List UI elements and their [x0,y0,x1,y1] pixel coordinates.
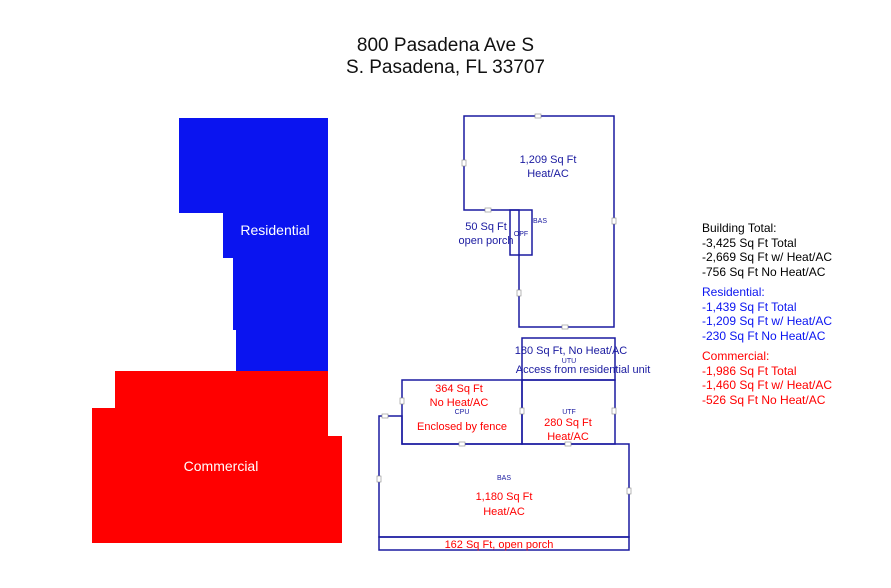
porch-area-label: 50 Sq Ft [465,221,507,233]
opf-code: OPF [514,231,528,238]
cpu-area-label: 364 Sq Ft [435,383,483,395]
commercial-line: -1,460 Sq Ft w/ Heat/AC [702,378,833,392]
commercial-block [92,371,342,543]
opf-porch-outline [509,209,533,256]
utu-note: Access from residential unit [516,364,651,376]
building-total-heading: Building Total: [702,221,777,235]
open-porch-label: 162 Sq Ft, open porch [445,539,554,551]
residential-line: -230 Sq Ft No Heat/AC [702,328,826,343]
residential-line: -1,439 Sq Ft Total [702,299,797,314]
building-total-line: -2,669 Sq Ft w/ Heat/AC [702,250,833,264]
cpu-note: Enclosed by fence [417,421,507,433]
commercial-line: -1,986 Sq Ft Total [702,363,797,378]
commercial-line: -526 Sq Ft No Heat/AC [702,392,826,407]
utf-type-label: Heat/AC [547,431,589,443]
upper-area-label: 1,209 Sq Ft [520,154,577,166]
utu-code: UTU [562,358,576,365]
utf-code: UTF [562,409,576,416]
cpu-code: CPU [455,409,470,416]
dimension-markers [376,113,632,495]
residential-label: Residential [240,222,309,238]
bas-code-top: BAS [533,218,547,225]
commercial-summary: Commercial: -1,986 Sq Ft Total -1,460 Sq… [702,349,832,407]
commercial-heading: Commercial: [702,349,770,363]
residential-summary: Residential: -1,439 Sq Ft Total -1,209 S… [702,285,832,343]
title-address-line: 800 Pasadena Ave S [356,35,535,56]
residential-block [179,118,328,371]
cpu-type-label: No Heat/AC [430,397,489,409]
open-porch-outline [378,536,630,551]
utu-area-label: 180 Sq Ft, No Heat/AC [515,345,628,357]
porch-type-label: open porch [458,235,513,247]
residential-heading: Residential: [702,285,765,299]
bas-type-label: Heat/AC [483,506,525,518]
commercial-label: Commercial [184,458,259,474]
residential-line: -1,209 Sq Ft w/ Heat/AC [702,314,833,328]
bas-code-bottom: BAS [497,475,511,482]
title-city-line: S. Pasadena, FL 33707 [346,57,545,78]
utf-area-label: 280 Sq Ft [544,417,592,429]
bas-area-label: 1,180 Sq Ft [476,491,533,503]
building-total-line: -3,425 Sq Ft Total [702,235,797,250]
building-total-line: -756 Sq Ft No Heat/AC [702,264,826,279]
upper-type-label: Heat/AC [527,168,569,180]
building-total-summary: Building Total: -3,425 Sq Ft Total -2,66… [702,221,832,279]
upper-residential-outline [463,115,615,328]
